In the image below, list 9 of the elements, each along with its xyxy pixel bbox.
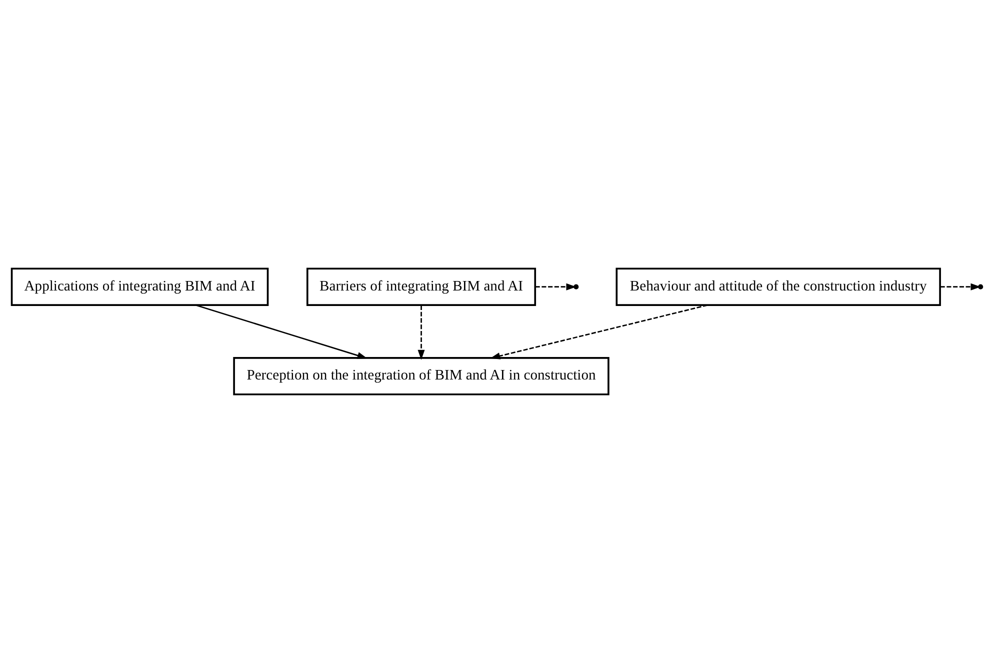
arrow <box>418 305 425 360</box>
arrow <box>940 283 981 290</box>
node-box: Perception on the integration of BIM and AI in construction <box>233 357 610 396</box>
node-box: Behaviour and attitude of the construction industry <box>616 268 941 306</box>
node-box: Barriers of integrating BIM and AI <box>306 268 536 306</box>
node-box: Applications of integrating BIM and AI <box>10 268 269 306</box>
arrow <box>490 304 708 360</box>
arrow <box>535 283 576 290</box>
arrow <box>196 304 368 359</box>
